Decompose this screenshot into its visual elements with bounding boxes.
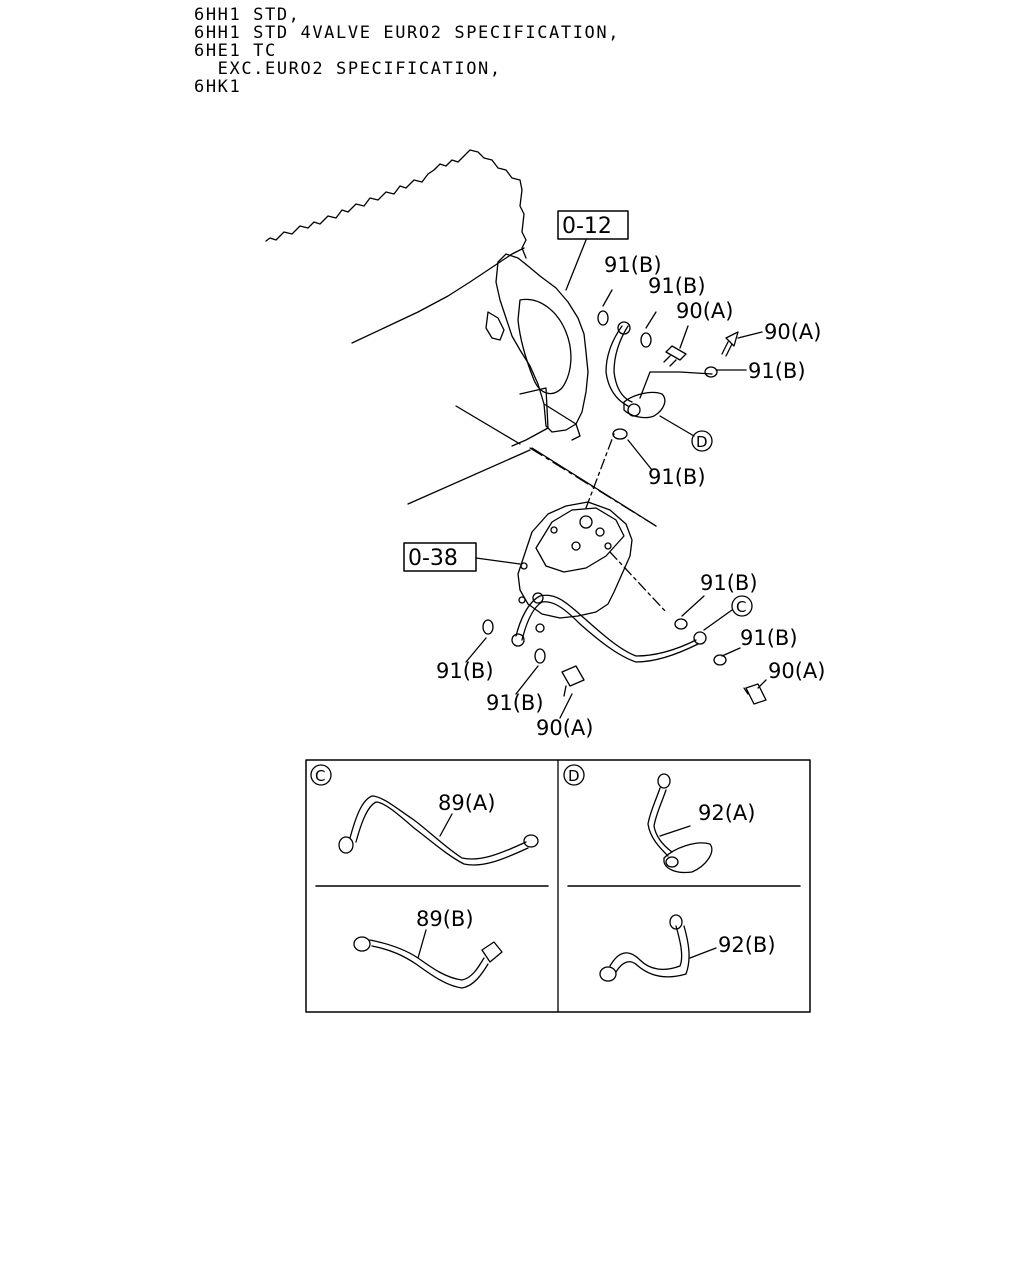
ref-box-0-12	[557, 210, 629, 240]
pipe-loop	[663, 842, 713, 874]
washer-91b	[704, 366, 718, 378]
callout-label: 90(A)	[764, 320, 821, 344]
callout-label: 90(A)	[676, 299, 733, 323]
bolt-90a	[743, 683, 767, 705]
pump-hole	[571, 541, 581, 551]
callout-label: 91(B)	[486, 691, 544, 715]
detail-label: 89(A)	[438, 791, 495, 815]
panel-c-circle	[310, 764, 332, 786]
header-line: 6HK1	[194, 77, 242, 97]
leader-line	[689, 947, 717, 959]
pipe-eye	[627, 403, 641, 417]
engine-flange	[495, 253, 589, 433]
pipe-eye	[511, 633, 525, 647]
callout-label: 91(B)	[648, 465, 706, 489]
washer-91b	[640, 332, 652, 348]
washer-91b	[597, 310, 609, 326]
pipe-eye	[523, 834, 539, 848]
model-applicability-header: 6HH1 STD, 6HH1 STD 4VALVE EURO2 SPECIFIC…	[194, 6, 620, 96]
leader-line	[659, 825, 691, 837]
ref-label-0-12: 0-12	[562, 214, 612, 239]
pump-mount-arm	[511, 387, 549, 447]
washer-91b	[482, 619, 494, 635]
callout-label: 91(B)	[700, 571, 758, 595]
panel-d-letter: D	[568, 767, 580, 785]
mounting-plane	[407, 405, 657, 527]
callout-letter-d: D	[696, 433, 708, 451]
pump-hole	[550, 526, 558, 534]
header-line: 6HH1 STD,	[194, 5, 301, 25]
header-line: 6HH1 STD 4VALVE EURO2 SPECIFICATION,	[194, 23, 621, 43]
ref-box-0-38	[403, 542, 477, 572]
pipe-eye	[532, 592, 544, 604]
detail-label: 92(A)	[698, 801, 755, 825]
pump-hole	[595, 527, 605, 537]
leader-line	[465, 289, 767, 719]
callout-label: 91(B)	[604, 253, 662, 277]
detail-label: 92(B)	[718, 933, 776, 957]
ref-label-0-38: 0-38	[408, 546, 458, 571]
pipe-92a	[647, 787, 673, 857]
injection-pump-body	[517, 501, 633, 619]
ref-leader-top	[565, 239, 587, 291]
bolt-90a	[663, 345, 687, 367]
washer-91b	[713, 654, 727, 666]
pump-hole	[604, 542, 612, 550]
pump-hole	[535, 623, 545, 633]
fuel-pipe-lower	[515, 594, 699, 663]
callout-letter-c: C	[736, 598, 746, 616]
pipe-eye	[617, 321, 631, 335]
callout-label: 91(B)	[748, 359, 806, 383]
pipe-eye	[665, 856, 679, 868]
center-line	[529, 447, 657, 527]
callout-label: 91(B)	[740, 626, 798, 650]
pipe-89b	[369, 939, 489, 989]
flange-inner	[517, 298, 572, 395]
pump-dashed-link	[585, 433, 667, 613]
engine-block-outline	[265, 149, 527, 259]
pump-hole	[518, 596, 526, 604]
washer-91b	[612, 428, 628, 440]
pipe-eye	[338, 836, 354, 854]
header-line: 6HE1 TC	[194, 41, 277, 61]
pump-hole	[520, 562, 528, 570]
pipe-92b	[609, 925, 690, 978]
washer-91b	[674, 618, 688, 630]
panel-d-circle	[563, 764, 585, 786]
callout-label: 90(A)	[768, 659, 825, 683]
leader-line	[439, 813, 453, 837]
callout-circle-c	[731, 595, 753, 617]
fuel-pipe-upper	[605, 325, 633, 407]
pipe-eye	[657, 773, 671, 789]
callout-label: 91(B)	[648, 274, 706, 298]
pipe-89a	[349, 795, 529, 866]
detail-label: 89(B)	[416, 907, 474, 931]
washer-91b	[534, 648, 546, 664]
engine-block-side	[351, 247, 525, 344]
bolt-90a	[721, 331, 739, 357]
pipe-eye	[693, 631, 707, 645]
callout-circle-d	[691, 430, 713, 452]
bolt-90a	[561, 665, 585, 697]
panel-c-letter: C	[315, 767, 325, 785]
pipe-eye	[669, 914, 683, 930]
leader-line	[417, 929, 427, 959]
callout-label: 90(A)	[536, 716, 593, 740]
leader-d	[639, 371, 713, 437]
pipe-eye	[353, 936, 371, 952]
header-line: EXC.EURO2 SPECIFICATION,	[194, 59, 502, 79]
pipe-end	[481, 941, 503, 963]
flange-detail	[485, 311, 581, 441]
pump-port	[579, 515, 593, 529]
ref-leader-mid	[475, 557, 521, 565]
callout-label: 91(B)	[436, 659, 494, 683]
pipe-eye	[599, 966, 617, 982]
pump-top-face	[535, 507, 625, 573]
